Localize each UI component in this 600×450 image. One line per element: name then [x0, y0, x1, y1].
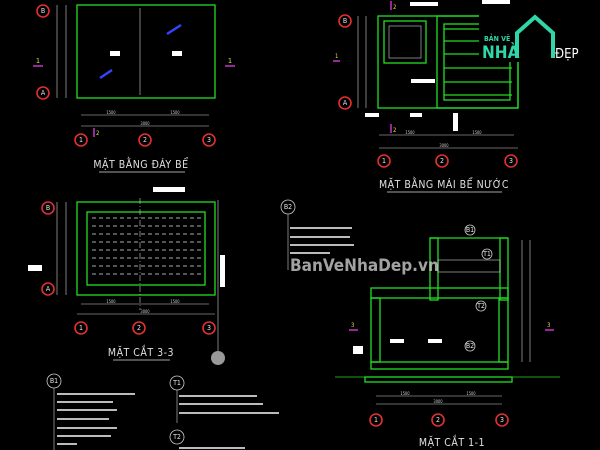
svg-text:1: 1 [382, 157, 386, 165]
section-mark: 1 [335, 53, 338, 60]
svg-text:3: 3 [207, 136, 211, 144]
house-icon [515, 14, 555, 58]
svg-text:2: 2 [137, 324, 141, 332]
section-mark: 3 [547, 322, 550, 329]
svg-text:2: 2 [440, 157, 444, 165]
axis-bubble-1: 1 [74, 321, 88, 335]
section-1-1-drawing: 1500 1500 3000 3 3 B1 T1 T2 B2 1 2 3 MẶT… [335, 224, 560, 449]
drawing-title: MẶT BẰNG ĐÁY BỂ [93, 157, 188, 171]
layer-legend-t2: T2 [169, 429, 245, 449]
svg-text:1: 1 [79, 324, 83, 332]
axis-bubble-3: 3 [202, 321, 216, 335]
axis-bubble-b: B [41, 201, 55, 215]
svg-text:B2: B2 [284, 203, 292, 211]
callout-t1: T1 [481, 248, 493, 260]
axis-bubble-a: A [41, 282, 55, 296]
svg-text:B1: B1 [50, 377, 58, 385]
axis-bubble-1: 1 [74, 133, 88, 147]
dimension-text: 1500 [170, 110, 180, 115]
dimension-text: 1500 [106, 299, 116, 304]
axis-bubble-2: 2 [431, 413, 445, 427]
axis-bubble-1: 1 [377, 154, 391, 168]
section-mark: 1 [228, 57, 232, 65]
svg-text:T1: T1 [482, 250, 491, 258]
drawing-title: MẶT BẰNG MÁI BỂ NƯỚC [379, 177, 509, 191]
layer-legend-b2: B2 [280, 199, 354, 270]
svg-text:T1: T1 [172, 379, 181, 387]
section-3-3-drawing: 1500 1500 3000 B A 1 2 3 MẶT CẮT 3-3 [28, 187, 225, 365]
svg-text:NHÀ: NHÀ [482, 41, 520, 63]
svg-text:B: B [343, 17, 347, 25]
callout-b2: B2 [464, 340, 476, 352]
svg-text:B2: B2 [466, 342, 474, 350]
dimension-text: 1500 [106, 110, 116, 115]
axis-bubble-1: 1 [369, 413, 383, 427]
axis-bubble-b: B [36, 4, 50, 18]
dimension-text: 1500 [405, 130, 415, 135]
axis-bubble-a: A [338, 96, 352, 110]
dimension-text: 1500 [400, 391, 410, 396]
axis-bubble-2: 2 [138, 133, 152, 147]
axis-bubble-a: A [36, 86, 50, 100]
section-mark: 3 [351, 322, 354, 329]
svg-text:A: A [343, 99, 348, 107]
svg-text:2: 2 [436, 416, 440, 424]
callout-t2: T2 [475, 300, 487, 312]
callout-b1: B1 [464, 224, 476, 236]
svg-text:1: 1 [374, 416, 378, 424]
detail-marker-icon [211, 351, 225, 365]
svg-text:T2: T2 [476, 302, 485, 310]
dimension-text: 3000 [140, 121, 150, 126]
layer-legend-b1: B1 [46, 373, 135, 450]
section-mark: 2 [96, 130, 99, 137]
tank-floor-outline [76, 4, 216, 99]
svg-text:B: B [46, 204, 50, 212]
site-logo: BẢN VẼ NHÀ ĐẸP [479, 14, 589, 63]
axis-bubble-2: 2 [132, 321, 146, 335]
dimension-text: 1500 [466, 391, 476, 396]
svg-text:A: A [46, 285, 51, 293]
drawing-title: MẶT CẮT 3-3 [108, 345, 174, 359]
svg-text:A: A [41, 89, 46, 97]
svg-text:ĐẸP: ĐẸP [555, 47, 579, 62]
section-mark: 1 [36, 57, 40, 65]
drain-pipe-icon [99, 23, 182, 80]
dimension-text: 1500 [472, 130, 482, 135]
axis-bubble-3: 3 [202, 133, 216, 147]
dimension-text: 3000 [439, 143, 449, 148]
axis-bubble-3: 3 [495, 413, 509, 427]
layer-legend-t1: T1 [169, 375, 279, 423]
svg-text:BẢN VẼ: BẢN VẼ [484, 33, 510, 43]
section-mark: 2 [393, 4, 396, 11]
svg-text:3: 3 [500, 416, 504, 424]
svg-text:B: B [41, 7, 45, 15]
axis-bubble-b: B [338, 14, 352, 28]
section-mark: 2 [393, 127, 396, 134]
watermark-text: BanVeNhaDep.vn [290, 256, 439, 276]
svg-text:1: 1 [79, 136, 83, 144]
svg-text:3: 3 [207, 324, 211, 332]
svg-text:B1: B1 [466, 226, 474, 234]
axis-bubble-2: 2 [435, 154, 449, 168]
dimension-text: 3000 [433, 399, 443, 404]
floor-plan-drawing: 1500 1500 3000 1 1 2 B A 1 2 3 MẶT BẰNG … [33, 4, 235, 173]
svg-text:3: 3 [509, 157, 513, 165]
dimension-text: 1500 [170, 299, 180, 304]
svg-text:T2: T2 [172, 433, 181, 441]
drawing-title: MẶT CẮT 1-1 [419, 435, 485, 449]
svg-text:2: 2 [143, 136, 147, 144]
dimension-text: 3000 [140, 309, 150, 314]
axis-bubble-3: 3 [504, 154, 518, 168]
